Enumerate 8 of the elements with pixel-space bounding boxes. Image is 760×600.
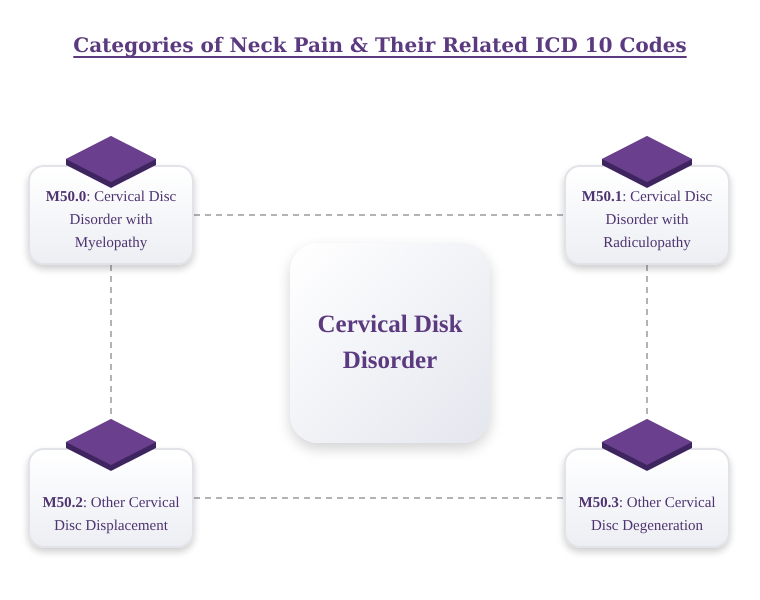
code-description: M50.0: Cervical Disc Disorder with Myelopathy [44,188,178,253]
title: Categories of Neck Pain & Their Related ICD 10 Codes [73,32,687,59]
code-description: M50.1: Cervical Disc Disorder with Radiculopathy [580,188,714,253]
center-title: Cervical Disk Disorder [316,310,464,376]
center-card [290,243,490,443]
code-description: M50.3: Other Cervical Disc Degeneration [577,494,717,536]
dashed-connector [194,214,564,216]
code-description: M50.2: Other Cervical Disc Displacement [41,494,181,536]
